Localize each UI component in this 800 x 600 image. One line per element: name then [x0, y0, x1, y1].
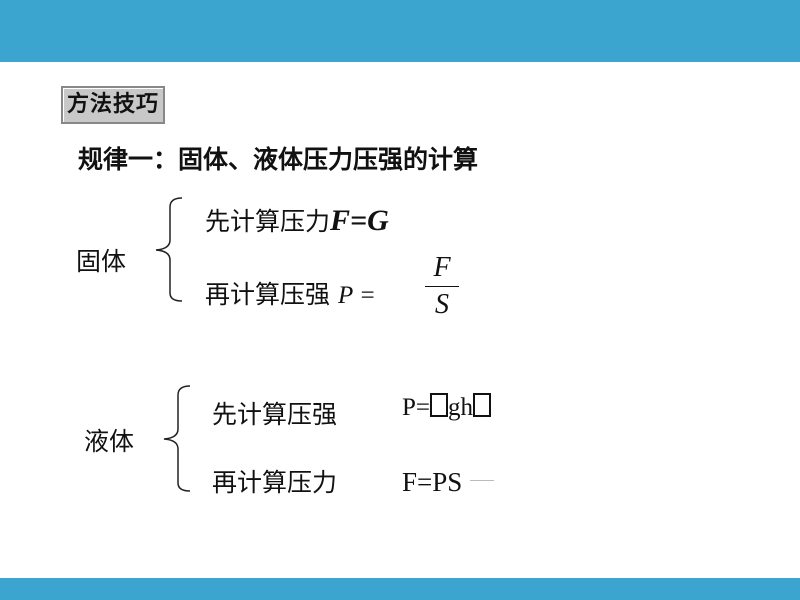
slide-title: 规律一：固体、液体压力压强的计算: [78, 145, 479, 174]
denominator: S: [435, 289, 449, 320]
solid-step2: 再计算压强 P =: [205, 275, 376, 311]
formula-p-rho-gh: P= gh: [402, 393, 492, 422]
header-bar: [0, 0, 800, 62]
solid-step1: 先计算压力F=G: [205, 202, 389, 238]
liquid-step2: 再计算压力: [212, 468, 338, 497]
numerator: F: [433, 252, 451, 283]
solid-step1-text: 先计算压力: [205, 207, 331, 236]
stray-line: [470, 480, 494, 481]
formula-p-lhs: P =: [337, 282, 376, 309]
solid-step2-text: 再计算压强: [205, 280, 331, 309]
section-badge: 方法技巧: [61, 86, 165, 124]
formula-gh: gh: [448, 394, 474, 421]
formula-f-ps: F=PS: [402, 467, 463, 497]
footer-bar: [0, 578, 800, 600]
solid-label: 固体: [76, 247, 127, 276]
formula-p-eq: P=: [402, 394, 431, 421]
liquid-label: 液体: [84, 427, 135, 456]
liquid-step1: 先计算压强: [212, 400, 338, 429]
missing-glyph-icon: [430, 393, 449, 417]
missing-glyph-icon: [473, 393, 492, 417]
fraction-f-over-s: F S: [425, 252, 459, 321]
liquid-brace: [163, 385, 191, 492]
solid-brace: [155, 197, 183, 302]
formula-f-eq-g: F=G: [330, 204, 389, 237]
